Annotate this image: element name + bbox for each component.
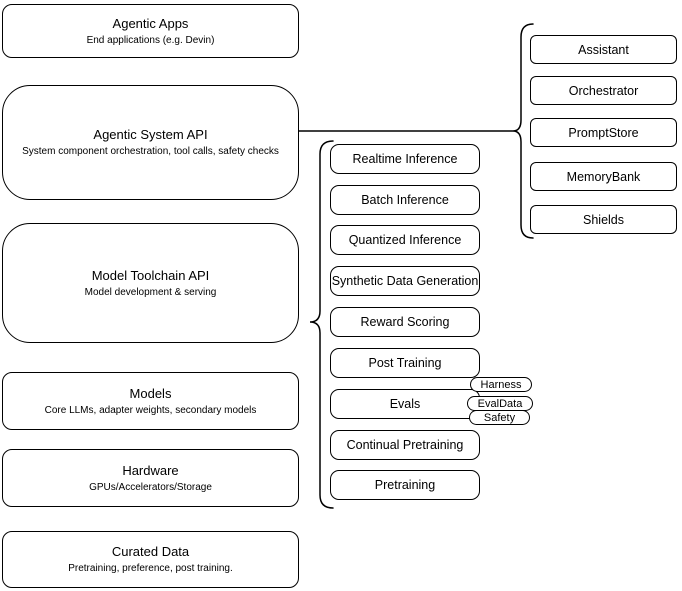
node-title: Model Toolchain API [91, 267, 210, 283]
node-label: Synthetic Data Generation [331, 274, 479, 288]
node-label: Quantized Inference [348, 233, 462, 247]
node-label: Continual Pretraining [346, 438, 464, 452]
node-title: Agentic System API [93, 127, 208, 142]
node-agentic-system-api: Agentic System API System component orch… [2, 85, 299, 200]
node-title: Agentic Apps [112, 15, 189, 31]
node-promptstore: PromptStore [530, 118, 677, 147]
node-label: Pretraining [374, 478, 436, 492]
node-label: Evals [389, 397, 421, 411]
node-label: Orchestrator [568, 83, 639, 98]
node-model-toolchain-api: Model Toolchain API Model development & … [2, 223, 299, 343]
node-label: MemoryBank [566, 169, 641, 184]
tag-label: EvalData [477, 397, 523, 410]
node-quantized-inference: Quantized Inference [330, 225, 480, 255]
node-realtime-inference: Realtime Inference [330, 144, 480, 174]
node-title: Models [129, 385, 172, 401]
node-title: Curated Data [111, 544, 190, 559]
tag-label: Safety [483, 411, 516, 424]
node-synthetic-data-generation: Synthetic Data Generation [330, 266, 480, 296]
tag-evaldata: EvalData [467, 396, 533, 411]
node-label: Realtime Inference [352, 152, 458, 166]
node-evals: Evals [330, 389, 480, 419]
node-subtitle: System component orchestration, tool cal… [22, 146, 279, 157]
node-subtitle: End applications (e.g. Devin) [86, 34, 215, 46]
node-label: Reward Scoring [360, 315, 450, 329]
node-shields: Shields [530, 205, 677, 234]
node-label: Batch Inference [361, 193, 449, 207]
node-pretraining: Pretraining [330, 470, 480, 500]
tag-safety: Safety [469, 410, 530, 425]
node-batch-inference: Batch Inference [330, 185, 480, 215]
node-post-training: Post Training [330, 348, 480, 378]
node-subtitle: GPUs/Accelerators/Storage [89, 481, 212, 493]
node-label: Assistant [578, 42, 629, 57]
node-label: Shields [583, 212, 624, 227]
node-subtitle: Model development & serving [84, 286, 217, 298]
node-assistant: Assistant [530, 35, 677, 64]
node-title: Hardware [122, 462, 179, 478]
node-agentic-apps: Agentic Apps End applications (e.g. Devi… [2, 4, 299, 58]
node-reward-scoring: Reward Scoring [330, 307, 480, 337]
node-continual-pretraining: Continual Pretraining [330, 430, 480, 460]
node-hardware: Hardware GPUs/Accelerators/Storage [2, 449, 299, 507]
node-label: Post Training [368, 356, 442, 370]
node-subtitle: Core LLMs, adapter weights, secondary mo… [44, 404, 257, 416]
node-subtitle: Pretraining, preference, post training. [68, 563, 233, 574]
node-orchestrator: Orchestrator [530, 76, 677, 105]
tag-label: Harness [480, 378, 522, 391]
node-label: PromptStore [568, 125, 639, 140]
tag-harness: Harness [470, 377, 532, 392]
node-curated-data: Curated Data Pretraining, preference, po… [2, 531, 299, 588]
node-models: Models Core LLMs, adapter weights, secon… [2, 372, 299, 430]
node-memorybank: MemoryBank [530, 162, 677, 191]
